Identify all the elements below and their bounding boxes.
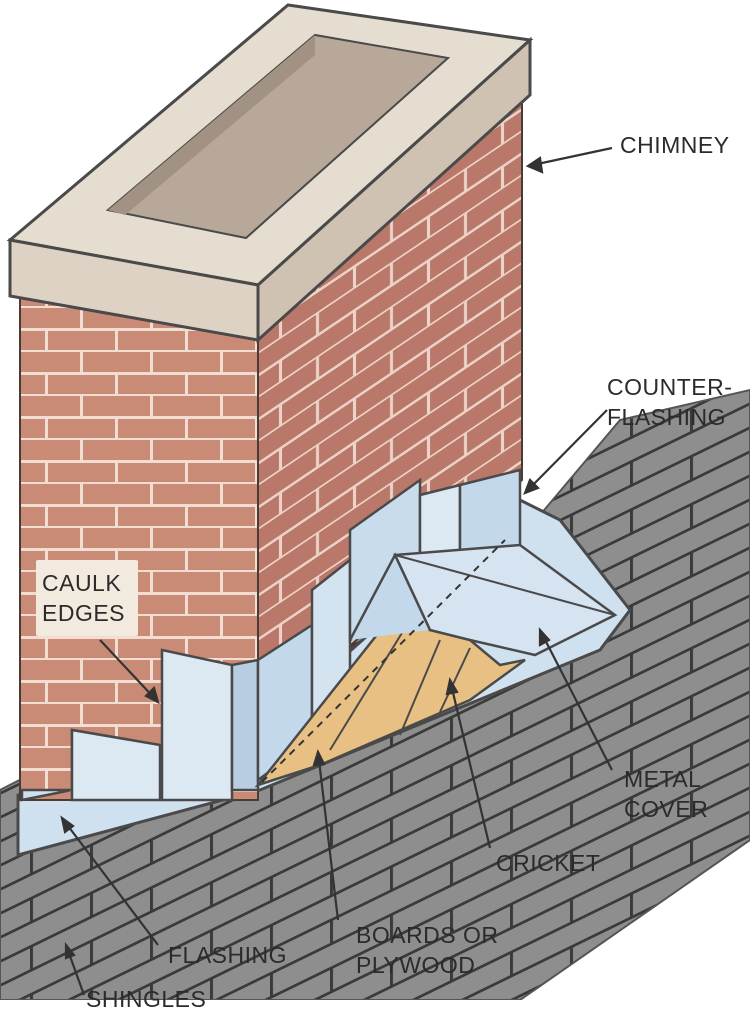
step-flashing-front	[20, 648, 260, 802]
wood-board-lines	[329, 627, 471, 751]
label-chimney: CHIMNEY	[620, 132, 730, 158]
caulk-label-background	[36, 560, 138, 636]
label-flashing: FLASHING	[168, 942, 288, 968]
chimney-cap-side	[256, 36, 532, 344]
label-counterflashing: COUNTER- FLASHING	[607, 374, 733, 430]
label-metal-cover: METAL COVER	[624, 766, 709, 822]
label-caulk-edges: CAULK EDGES	[42, 570, 126, 626]
label-shingles: SHINGLES	[86, 986, 207, 1012]
label-boards-or-plywood: BOARDS OR PLYWOOD	[356, 922, 499, 978]
label-cricket: CRICKET	[496, 850, 601, 876]
leader-lines	[60, 146, 613, 996]
